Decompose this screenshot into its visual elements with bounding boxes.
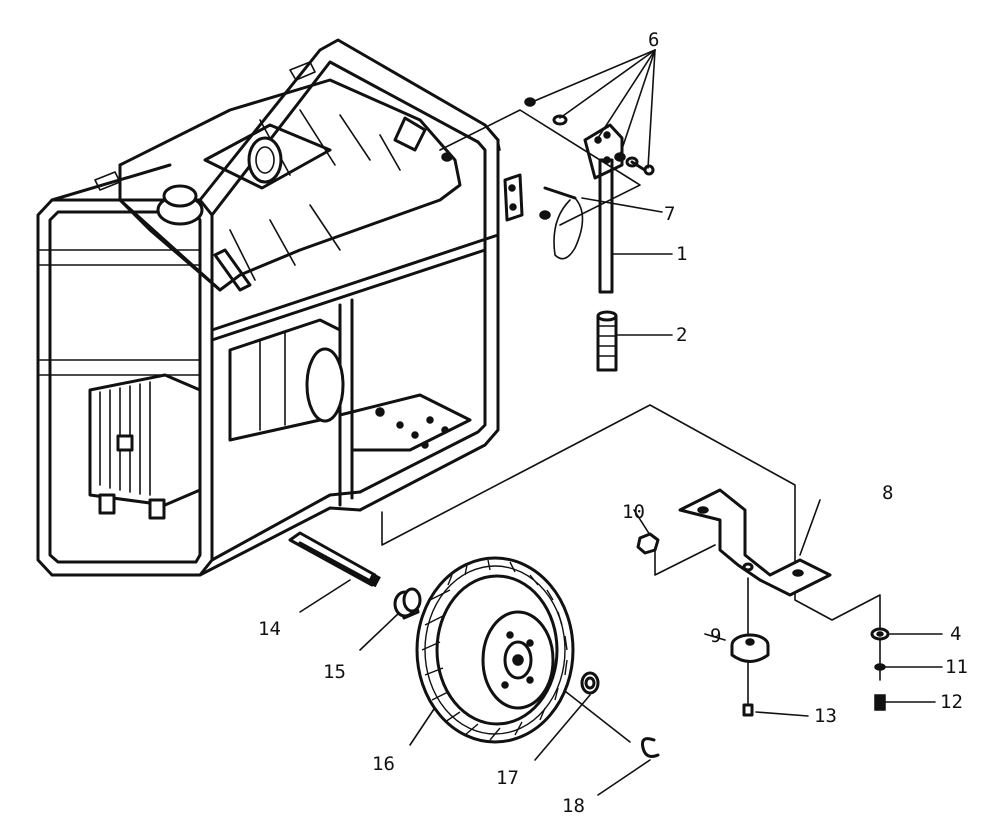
callout-9: 9 [710,625,721,647]
callout-12: 12 [940,691,963,713]
callout-11: 11 [945,656,968,678]
callout-7: 7 [664,203,675,225]
callout-6: 6 [648,29,659,51]
callout-17: 17 [496,767,519,789]
callout-10: 10 [622,501,645,523]
callout-18: 18 [562,795,585,817]
handle-bracket [439,97,655,372]
callout-14: 14 [258,618,281,640]
callout-1: 1 [676,243,687,265]
callout-8: 8 [882,482,893,504]
axle-parts [288,531,422,620]
callout-15: 15 [323,661,346,683]
callout-labels: 6 7 1 2 8 10 9 4 11 12 13 14 15 16 17 18 [258,29,968,817]
callout-16: 16 [372,753,395,775]
fuel-tank [94,61,462,292]
callout-2: 2 [676,324,687,346]
foot-bracket [636,488,890,717]
callout-13: 13 [814,705,837,727]
callout-4: 4 [950,623,961,645]
engine-assembly [88,318,472,520]
wheel-assembly [415,556,660,758]
